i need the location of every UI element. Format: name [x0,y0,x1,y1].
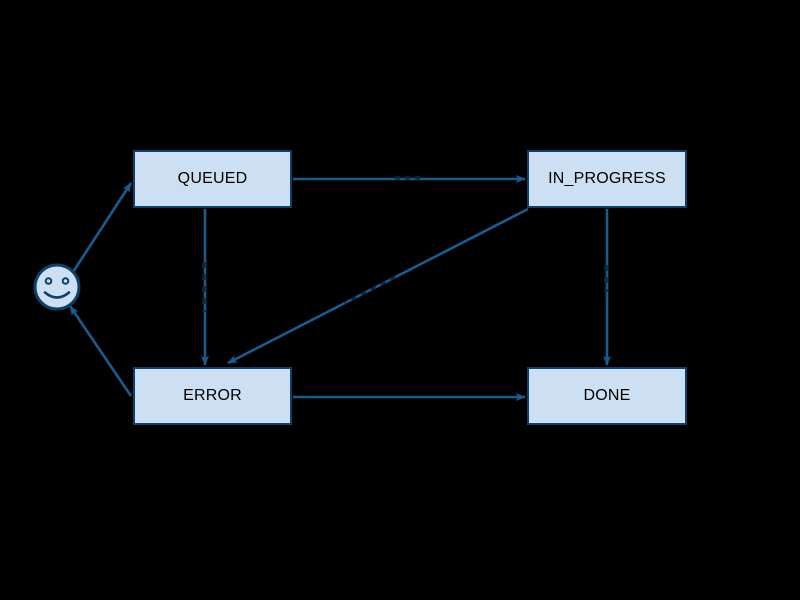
edge-start-to-queued [71,182,133,273]
smiley-right-eye-icon [61,277,70,285]
edge-in-progress-to-error [227,207,529,365]
edge-error-to-start [68,305,133,397]
state-node-label: IN_PROGRESS [548,170,666,187]
smiley-left-eye-icon [44,277,53,285]
start-node-circle [33,263,81,311]
state-node-done[interactable]: DONE [527,367,687,425]
start-node[interactable] [33,263,81,311]
edge-queued-to-in-progress [293,175,526,183]
state-node-label: ERROR [183,387,242,404]
state-node-label: DONE [583,387,631,404]
state-node-label: QUEUED [177,170,248,187]
state-node-in-progress[interactable]: IN_PROGRESS [527,150,687,208]
state-node-queued[interactable]: QUEUED [133,150,292,208]
smiley-mouth-icon [43,291,71,299]
edge-queued-to-error [201,209,209,366]
state-node-error[interactable]: ERROR [133,367,292,425]
edge-in-progress-to-done [603,209,611,366]
